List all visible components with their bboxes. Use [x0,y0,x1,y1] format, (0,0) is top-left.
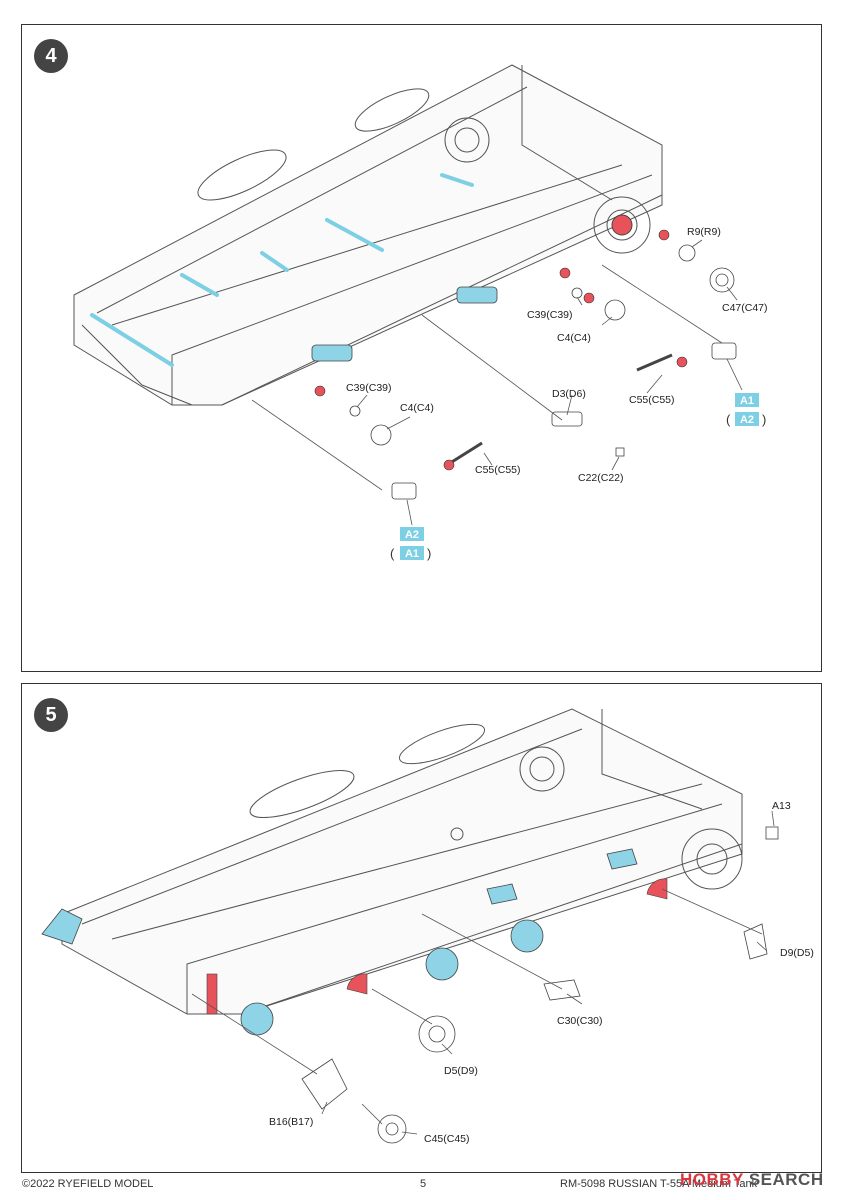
label-b16: B16(B17) [269,1116,313,1128]
label-c22: C22(C22) [578,472,624,484]
tag-left-alt: A1 [405,548,419,560]
torsion-bars [90,173,474,367]
label-d9: D9(D5) [780,947,814,959]
leader-lines [251,239,743,526]
tag-left-open-paren: ( [390,546,395,561]
tag-right-open-paren: ( [726,412,731,427]
footer-copyright: ©2022 RYEFIELD MODEL [22,1178,154,1190]
leader-lines [191,810,775,1135]
tag-left-primary: A2 [405,529,419,541]
suspension-arms [311,286,498,362]
label-c4: C4(C4) [557,332,591,344]
tag-left-close-paren: ) [427,546,431,561]
red-stops [206,878,668,1015]
step-number-badge: 5 [34,698,68,732]
watermark-logo: HOBBY SEARCH [680,1170,824,1189]
step-5-panel: 5 [21,683,822,1173]
tag-group-left: A2 ( A1 ) [390,527,431,561]
step-5-diagram: A13 D9(D5) C30(C30) D5(D9) B16(B17) C45(… [41,708,814,1145]
label-d3: D3(D6) [552,388,586,400]
label-r9: R9(R9) [687,226,721,238]
footer-model-title: RM-5098 RUSSIAN T-55A Medium Tank [560,1178,758,1190]
step-4-diagram: R9(R9) C47(C47) C39(C39) C4(C4) C55(C55)… [73,64,768,561]
step-4-panel: 4 [21,24,822,672]
footer-page-number: 5 [420,1178,427,1190]
hull-body [73,64,663,406]
label-a13: A13 [772,800,791,812]
tag-right-alt: A2 [740,414,754,426]
tag-right-primary: A1 [740,395,754,407]
parts [349,244,737,500]
hull-body [61,708,743,1015]
label-c39-left: C39(C39) [346,382,392,394]
label-c4-left: C4(C4) [400,402,434,414]
label-c45: C45(C45) [424,1133,470,1145]
label-c47: C47(C47) [722,302,768,314]
step-number-badge: 4 [34,39,68,73]
glue-markers [314,229,688,471]
suspension-units [41,848,638,1036]
sprocket-hub [611,214,633,236]
label-c55: C55(C55) [629,394,675,406]
tag-group-right: A1 ( A2 ) [726,393,766,427]
label-c30: C30(C30) [557,1015,603,1027]
label-c39: C39(C39) [527,309,573,321]
label-c55-left: C55(C55) [475,464,521,476]
tag-right-close-paren: ) [762,412,766,427]
label-d5: D5(D9) [444,1065,478,1077]
